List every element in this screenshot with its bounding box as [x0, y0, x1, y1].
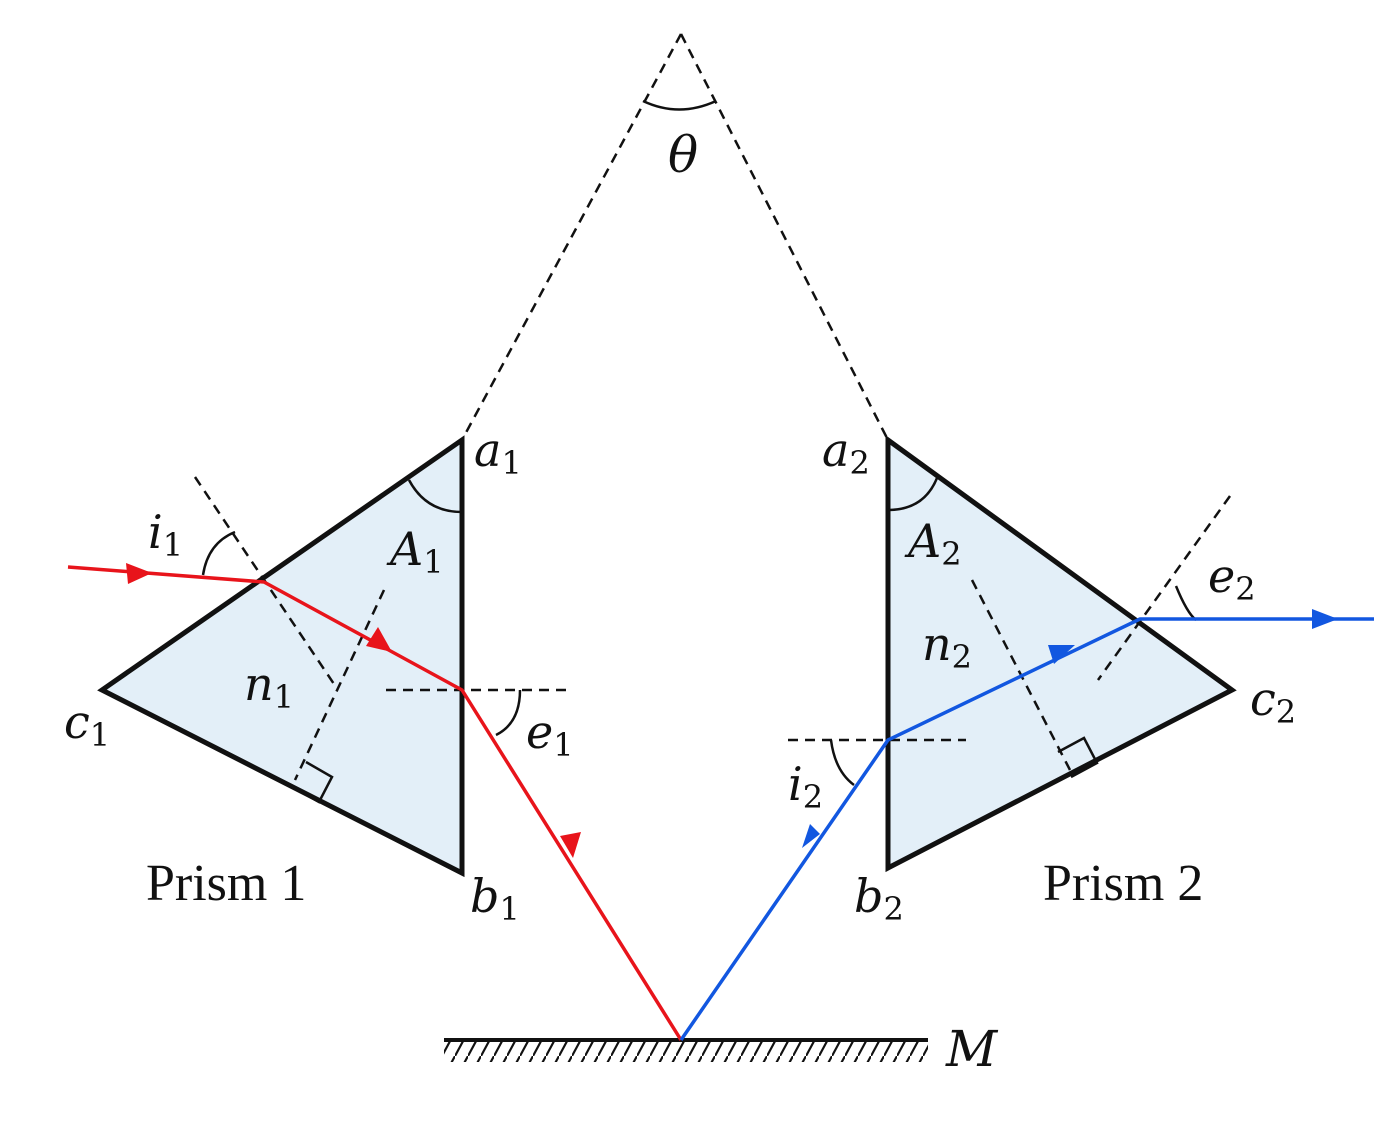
reflected-ray-blue: [679, 617, 1374, 1041]
arrow-red-2: [366, 627, 392, 652]
apex-dashed-right: [679, 33, 890, 441]
incidence-angle-arc-2: [829, 739, 855, 787]
apex-angle-arc-1: [407, 479, 463, 514]
vertex-label-c1: c1: [64, 695, 110, 754]
incidence-angle-arc-1: [201, 530, 236, 576]
right-angle-mark-2: [1057, 736, 1099, 779]
vertex-label-b2: b2: [854, 869, 904, 928]
theta-angle-arc: [642, 99, 717, 111]
apex-dashed-left: [460, 33, 683, 441]
right-angle-mark-1: [293, 760, 334, 804]
angle-label-i1: i1: [148, 505, 183, 564]
angle-label-A1: A1: [386, 522, 444, 581]
mirror-hatching: [444, 1040, 928, 1062]
angle-label-e2: e2: [1208, 549, 1256, 608]
arrow-red-3: [560, 832, 581, 858]
angle-label-i2: i2: [788, 757, 823, 816]
prism-1-caption: Prism 1: [146, 855, 306, 912]
vertex-label-a1: a1: [474, 423, 522, 482]
theta-label: θ: [668, 126, 698, 184]
exit-angle-arc-2: [1174, 585, 1197, 621]
arrow-blue-2: [1048, 645, 1075, 664]
normal-line-exit-2: [1096, 495, 1232, 681]
vertex-label-c2: c2: [1250, 672, 1296, 731]
angle-label-A2: A2: [904, 514, 962, 573]
arrow-blue-3: [1312, 609, 1338, 629]
altitude-line-1: [293, 589, 386, 781]
prism-1: [97, 435, 465, 878]
arrow-blue-1: [802, 824, 820, 848]
vertex-label-a2: a2: [822, 423, 870, 482]
exit-angle-arc-1: [495, 689, 522, 737]
index-label-n2: n2: [922, 617, 972, 676]
angle-label-e1: e1: [526, 705, 574, 764]
prism-2-caption: Prism 2: [1043, 855, 1203, 912]
mirror-label: M: [945, 1020, 999, 1078]
arrow-red-1: [126, 563, 152, 584]
apex-angle-arc-2: [887, 477, 939, 512]
incident-ray-red: [67, 565, 683, 1041]
vertex-label-b1: b1: [470, 869, 520, 928]
index-label-n1: n1: [244, 657, 294, 716]
